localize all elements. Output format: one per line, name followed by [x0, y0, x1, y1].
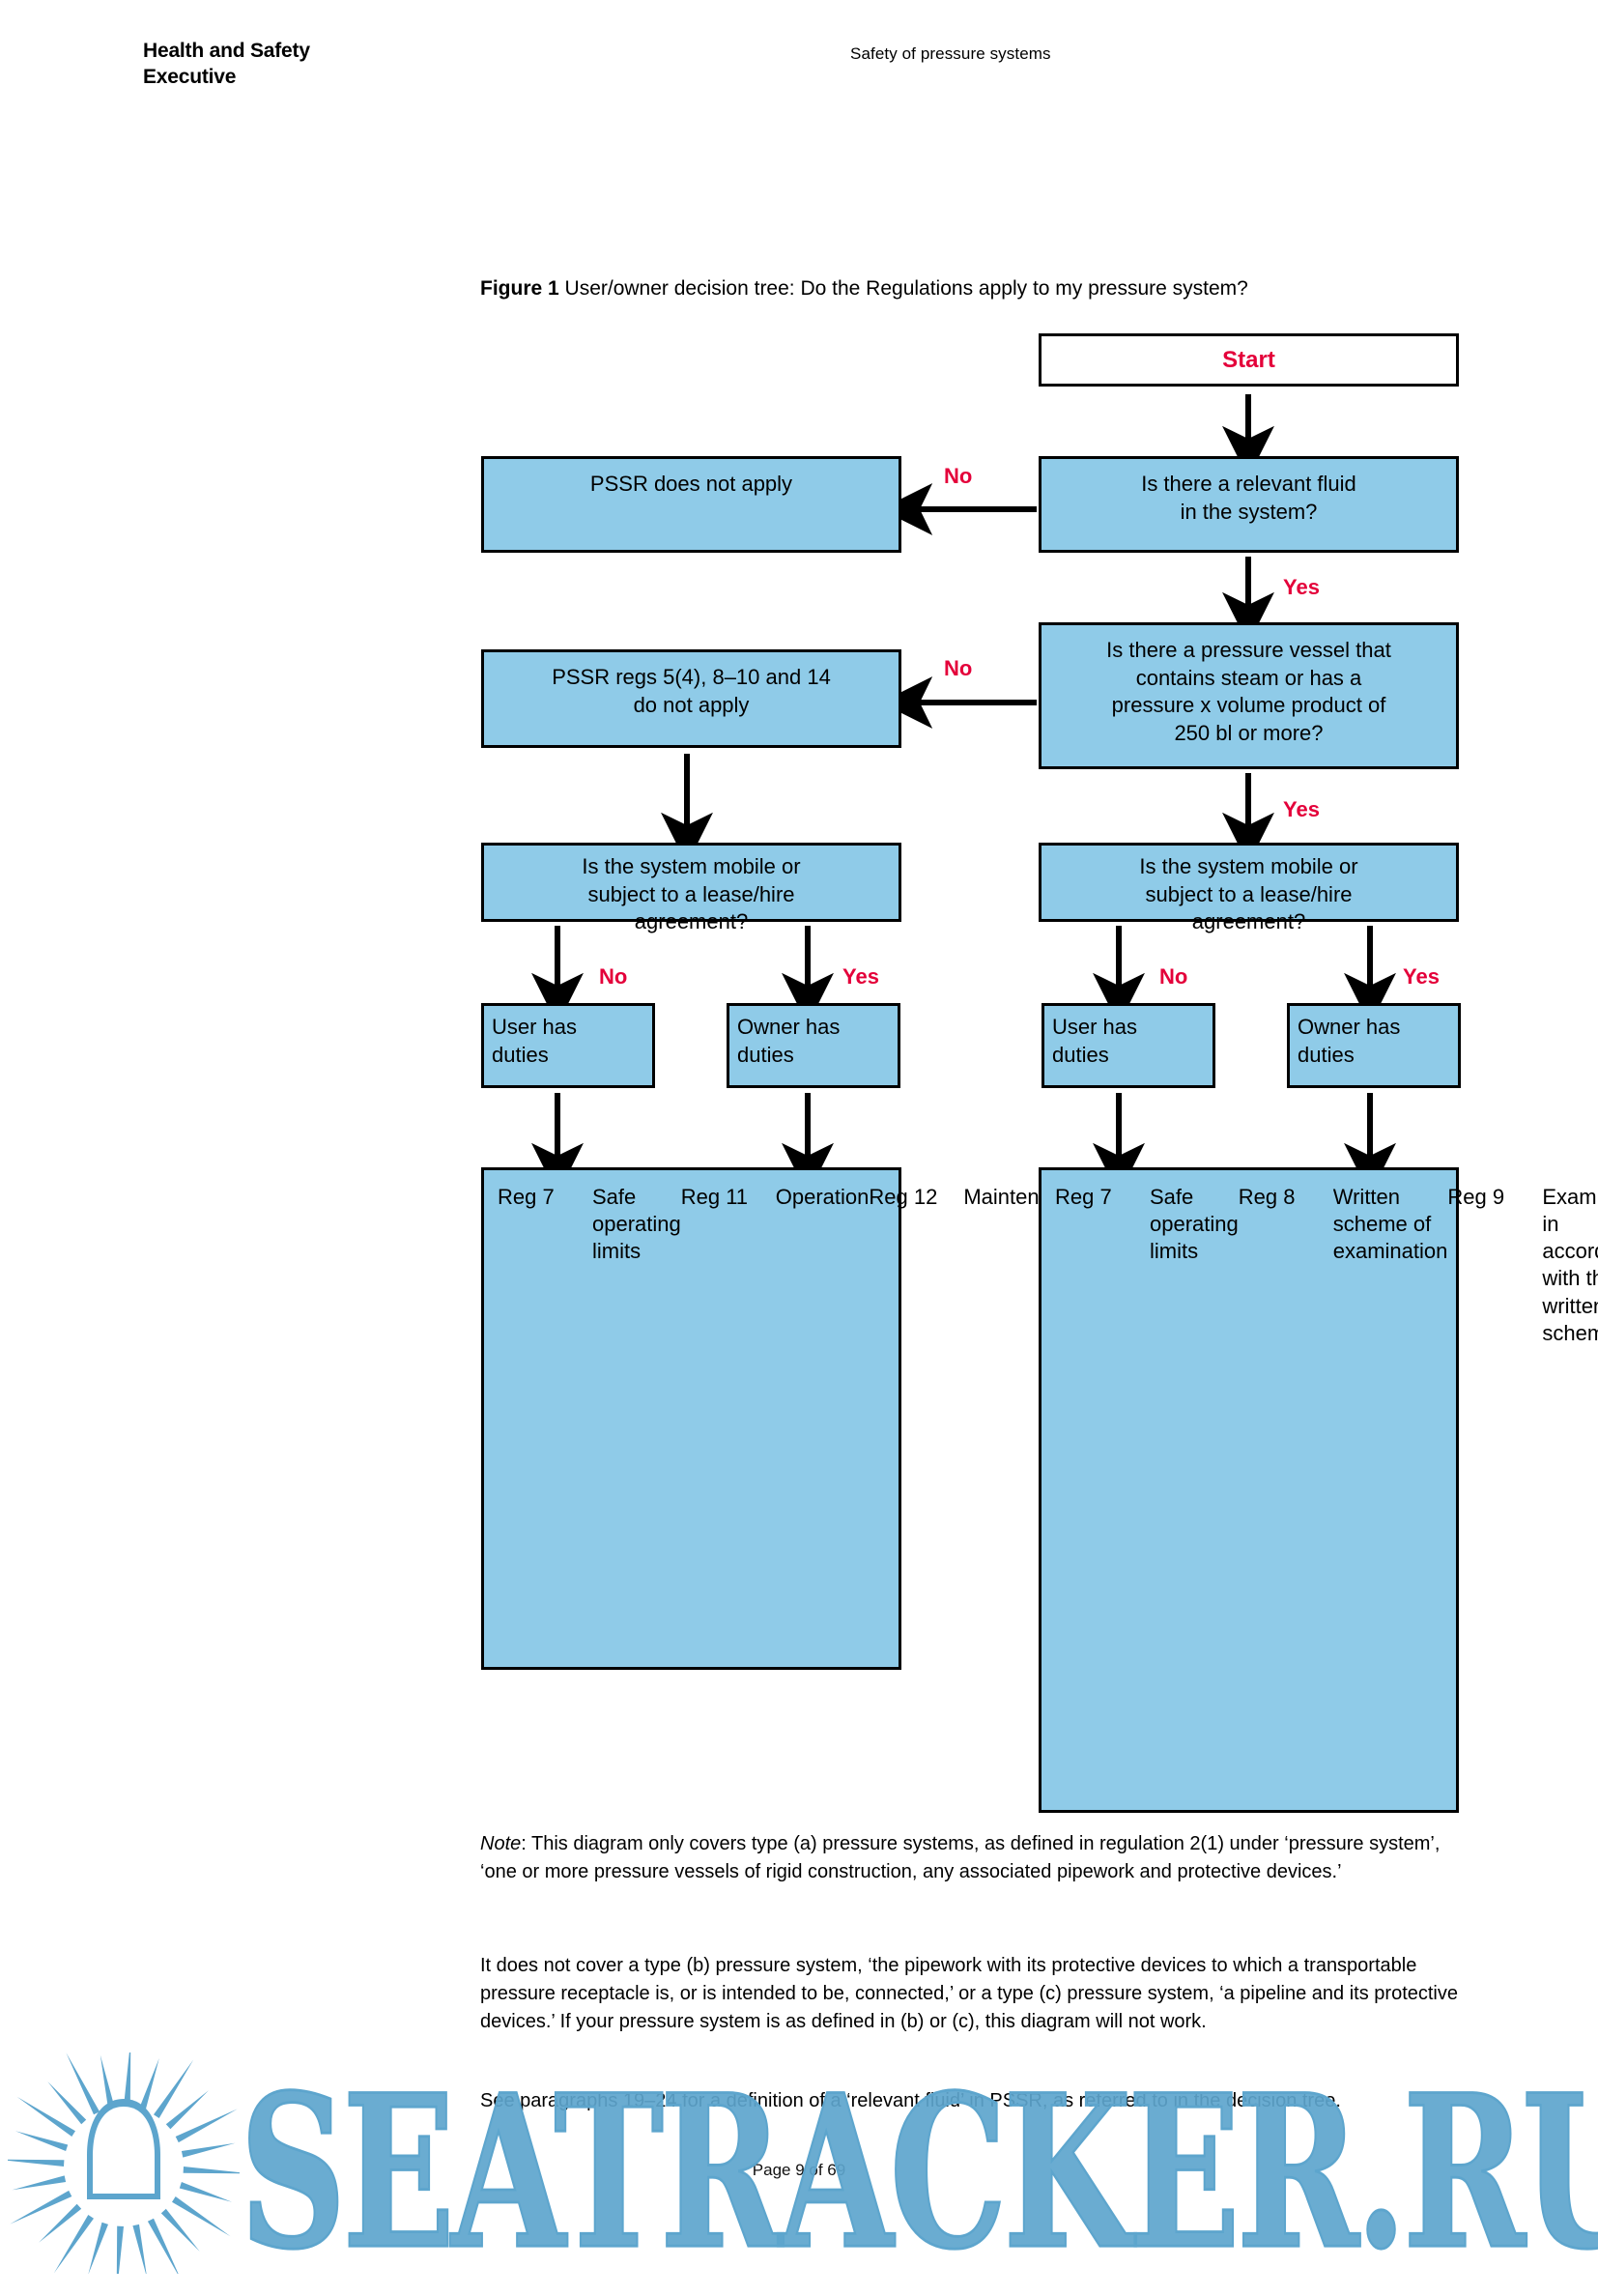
node-question-relevant-fluid[interactable]: Is there a relevant fluid in the system?: [1039, 456, 1459, 553]
node-pssr-does-not-apply[interactable]: PSSR does not apply: [481, 456, 901, 553]
regulation-row: Reg 11 Operation: [681, 1184, 870, 1211]
node-owner-has-duties-left-label: Owner has duties: [737, 1015, 841, 1067]
figure-caption: Figure 1 User/owner decision tree: Do th…: [480, 275, 1475, 301]
regulation-description: Safe operating limits: [1150, 1185, 1239, 1264]
regulation-number: Reg 9: [1447, 1185, 1505, 1209]
node-user-has-duties-right[interactable]: User has duties: [1042, 1003, 1215, 1088]
node-user-has-duties-left[interactable]: User has duties: [481, 1003, 655, 1088]
note-paragraph-3: See paragraphs 19–24 for a definition of…: [480, 2090, 1341, 2111]
edge-label-vessel-yes: Yes: [1283, 797, 1320, 821]
regulation-row: Reg 7 Safe operating limits: [498, 1184, 681, 1265]
node-owner-has-duties-left[interactable]: Owner has duties: [727, 1003, 900, 1088]
regulation-description: Safe operating limits: [592, 1185, 681, 1264]
regulation-description: Examination in accordance with the writt…: [1542, 1185, 1598, 1345]
document-title: Safety of pressure systems: [850, 44, 1051, 63]
regulation-description: Operation: [775, 1185, 870, 1209]
node-question-mobile-right[interactable]: Is the system mobile or subject to a lea…: [1039, 843, 1459, 933]
node-start-label: Start: [1222, 346, 1275, 373]
regulation-row: Reg 8 Written scheme of examination: [1239, 1184, 1448, 1265]
node-question-mobile-left-label: Is the system mobile or subject to a lea…: [582, 854, 801, 934]
edge-label-fluid-no: No: [944, 464, 973, 488]
edge-label-fluid-yes: Yes: [1283, 575, 1320, 599]
edge-label-mobile-right-yes: Yes: [1403, 964, 1440, 989]
hse-line2: Executive: [143, 65, 237, 88]
node-question-mobile-right-label: Is the system mobile or subject to a lea…: [1139, 854, 1358, 934]
node-pssr-regs-do-not-apply[interactable]: PSSR regs 5(4), 8–10 and 14 do not apply: [481, 649, 901, 748]
regulation-description: Written scheme of examination: [1332, 1185, 1448, 1264]
regulation-number: Reg 8: [1238, 1185, 1296, 1209]
node-user-has-duties-right-label: User has duties: [1052, 1015, 1138, 1067]
hse-logo-text: Health and Safety Executive: [143, 39, 310, 91]
node-user-has-duties-left-label: User has duties: [492, 1015, 578, 1067]
regulation-number: Reg 7: [498, 1185, 555, 1209]
node-pssr-regs-do-not-apply-label: PSSR regs 5(4), 8–10 and 14 do not apply: [552, 665, 831, 717]
regulation-row: Reg 7 Safe operating limits: [1055, 1184, 1239, 1265]
note-paragraph-1-text: : This diagram only covers type (a) pres…: [480, 1833, 1441, 1882]
edge-label-mobile-left-yes: Yes: [842, 964, 879, 989]
regulation-number: Reg 12: [869, 1185, 938, 1209]
edge-label-mobile-right-no: No: [1159, 964, 1188, 989]
edge-label-mobile-left-no: No: [599, 964, 628, 989]
node-start[interactable]: Start: [1039, 333, 1459, 387]
node-owner-has-duties-right-label: Owner has duties: [1298, 1015, 1401, 1067]
regulation-row: Reg 9 Examination in accordance with the …: [1447, 1184, 1598, 1347]
node-question-mobile-left[interactable]: Is the system mobile or subject to a lea…: [481, 843, 901, 933]
note-label: Note: [480, 1833, 522, 1854]
node-question-relevant-fluid-label: Is there a relevant fluid in the system?: [1141, 472, 1356, 524]
node-question-pressure-vessel-label: Is there a pressure vessel that contains…: [1106, 638, 1391, 745]
note-paragraph-1: Note: This diagram only covers type (a) …: [480, 1830, 1475, 1886]
figure-label: Figure 1: [480, 277, 559, 300]
figure-caption-text: User/owner decision tree: Do the Regulat…: [558, 277, 1248, 300]
page-number: Page 9 of 69: [752, 2161, 846, 2179]
node-owner-has-duties-right[interactable]: Owner has duties: [1287, 1003, 1461, 1088]
regulation-number: Reg 11: [680, 1185, 749, 1209]
hse-line1: Health and Safety: [143, 40, 310, 62]
edge-label-vessel-no: No: [944, 656, 973, 680]
regulation-number: Reg 7: [1055, 1185, 1112, 1209]
node-question-pressure-vessel[interactable]: Is there a pressure vessel that contains…: [1039, 622, 1459, 769]
node-pssr-does-not-apply-label: PSSR does not apply: [589, 472, 793, 496]
note-paragraph-2: It does not cover a type (b) pressure sy…: [480, 1955, 1458, 2032]
